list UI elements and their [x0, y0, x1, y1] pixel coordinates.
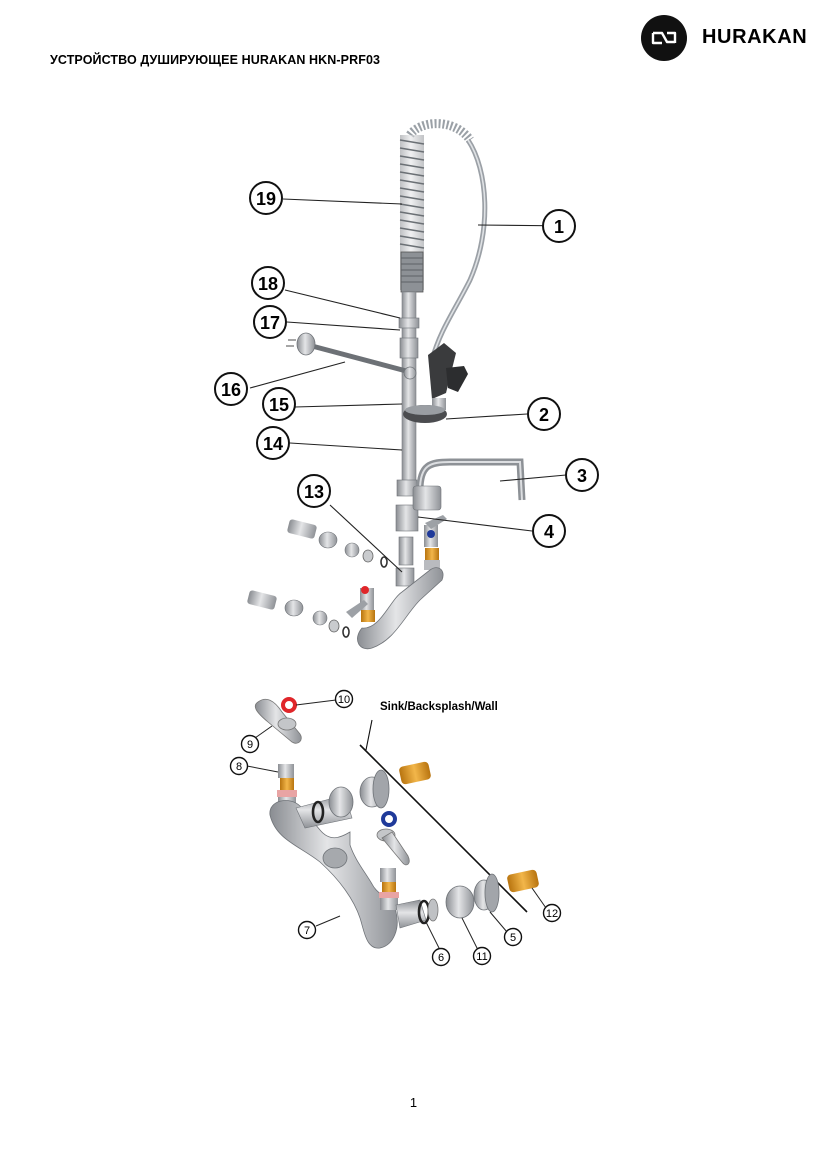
lever-handle-bottom	[376, 828, 410, 866]
svg-text:8: 8	[236, 761, 242, 773]
lower-assembly: Sink/Backsplash/Wall	[229, 689, 562, 967]
svg-text:16: 16	[221, 380, 241, 400]
svg-text:5: 5	[510, 932, 516, 944]
callout-9: 9	[240, 734, 260, 754]
svg-text:17: 17	[260, 313, 280, 333]
cold-index-washer	[381, 811, 397, 827]
callout-19: 19	[249, 181, 283, 215]
upper-assembly: 19 1 18 17 16 15 2 14	[214, 119, 599, 650]
logo-text: HURAKAN	[702, 26, 808, 48]
wall-bracket	[286, 332, 417, 380]
page-number: 1	[409, 1095, 418, 1110]
mixing-body	[357, 567, 444, 650]
document-title: УСТРОЙСТВО ДУШИРУЮЩЕЕ HURAKAN HKN-PRF03	[50, 53, 381, 67]
callout-10: 10	[334, 689, 354, 709]
callout-7: 7	[297, 920, 317, 940]
hot-index-washer	[281, 697, 297, 713]
infinity-icon	[641, 15, 687, 61]
svg-text:11: 11	[476, 951, 487, 963]
brand-logo: HURAKAN	[641, 15, 821, 61]
callout-5: 5	[503, 927, 523, 947]
callout-16: 16	[214, 372, 248, 406]
wall-label: Sink/Backsplash/Wall	[380, 701, 498, 713]
svg-text:18: 18	[258, 274, 278, 294]
callout-13: 13	[297, 474, 331, 508]
svg-text:15: 15	[269, 395, 289, 415]
callout-18: 18	[251, 266, 285, 300]
inlet-set-lower	[247, 590, 350, 638]
svg-text:9: 9	[247, 739, 253, 751]
cold-valve	[424, 515, 447, 570]
callout-1: 1	[542, 209, 576, 243]
wall-faucet-body	[269, 800, 398, 949]
brass-nipple-lower	[507, 869, 539, 893]
callout-6: 6	[431, 947, 451, 967]
svg-text:1: 1	[554, 217, 564, 237]
svg-text:10: 10	[338, 694, 350, 706]
wall-line	[359, 744, 528, 913]
spring-coil	[399, 119, 474, 293]
flex-hose	[429, 138, 488, 361]
svg-text:19: 19	[256, 189, 276, 209]
svg-text:4: 4	[544, 522, 554, 542]
add-on-faucet	[412, 458, 526, 511]
callout-17: 17	[253, 305, 287, 339]
svg-text:2: 2	[539, 405, 549, 425]
callout-2: 2	[527, 397, 561, 431]
callout-12: 12	[542, 903, 562, 923]
callout-11: 11	[472, 946, 492, 966]
svg-text:7: 7	[304, 925, 310, 937]
cartridge-cold	[379, 868, 399, 910]
svg-text:6: 6	[438, 952, 444, 964]
svg-text:13: 13	[304, 482, 324, 502]
callout-4: 4	[532, 514, 566, 548]
callout-15: 15	[262, 387, 296, 421]
svg-text:12: 12	[546, 908, 558, 920]
svg-text:14: 14	[263, 434, 283, 454]
callout-8: 8	[229, 756, 249, 776]
inlet-set-upper	[287, 519, 388, 568]
callout-14: 14	[256, 426, 290, 460]
hot-valve	[346, 586, 375, 622]
brass-nipple-upper	[399, 761, 431, 785]
svg-text:3: 3	[577, 466, 587, 486]
lever-handle-top	[254, 698, 302, 744]
spray-valve	[428, 343, 468, 410]
callout-3: 3	[565, 458, 599, 492]
